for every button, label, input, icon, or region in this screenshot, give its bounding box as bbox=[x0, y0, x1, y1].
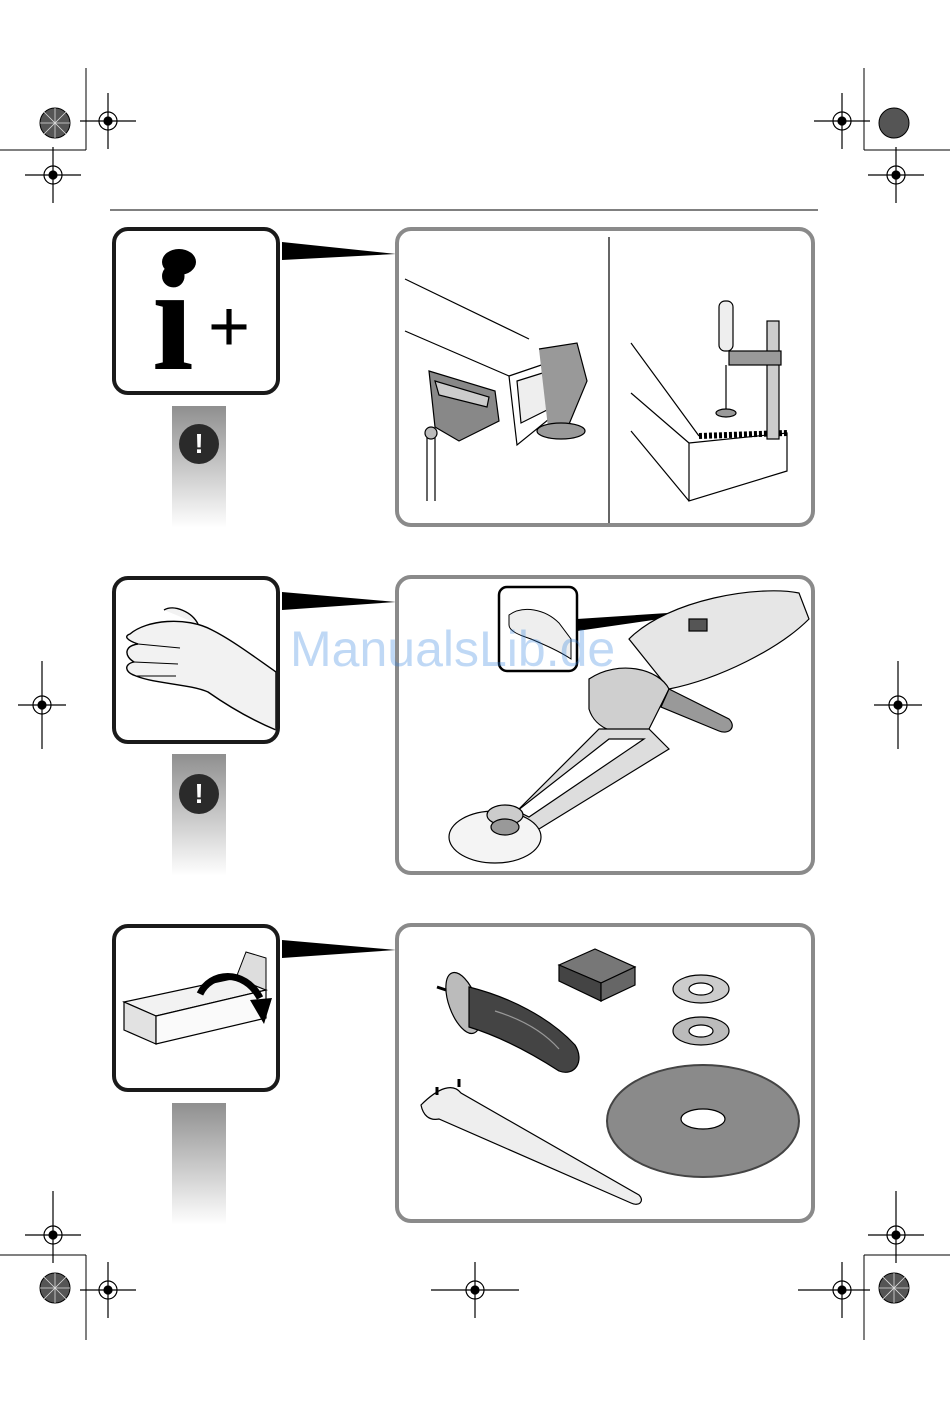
unpack-box-icon bbox=[116, 928, 276, 1088]
square-tube-in-vise bbox=[405, 279, 587, 501]
info-plus: + bbox=[208, 291, 250, 363]
warning-icon: ! bbox=[179, 774, 219, 814]
watermark: ManualsLib.de bbox=[290, 620, 615, 678]
pointer-wedge bbox=[282, 238, 400, 264]
flange-nut bbox=[673, 975, 729, 1045]
info-icon-box: i + bbox=[112, 227, 280, 395]
pointer-wedge bbox=[282, 588, 400, 614]
spanner-wrench bbox=[421, 1079, 641, 1204]
warning-icon: ! bbox=[179, 424, 219, 464]
warning-bar: ! bbox=[172, 754, 226, 876]
accessories-illustrations bbox=[399, 927, 815, 1223]
pointer-wedge bbox=[282, 936, 400, 962]
workpiece-panel bbox=[395, 227, 815, 527]
blank-bar bbox=[172, 1103, 226, 1225]
side-handle bbox=[437, 968, 579, 1072]
workpiece-illustrations bbox=[399, 231, 815, 527]
warning-bar: ! bbox=[172, 406, 226, 528]
grinding-disc bbox=[607, 1065, 799, 1177]
info-letter: i bbox=[152, 249, 194, 389]
unpack-icon-box bbox=[112, 924, 280, 1092]
hand-icon-box bbox=[112, 576, 280, 744]
accessories-panel bbox=[395, 923, 815, 1223]
abrasive-block bbox=[559, 949, 635, 1001]
info-plus-icon: i + bbox=[116, 231, 276, 391]
hand-icon bbox=[116, 580, 276, 740]
welded-workpiece-clamped bbox=[631, 301, 787, 501]
